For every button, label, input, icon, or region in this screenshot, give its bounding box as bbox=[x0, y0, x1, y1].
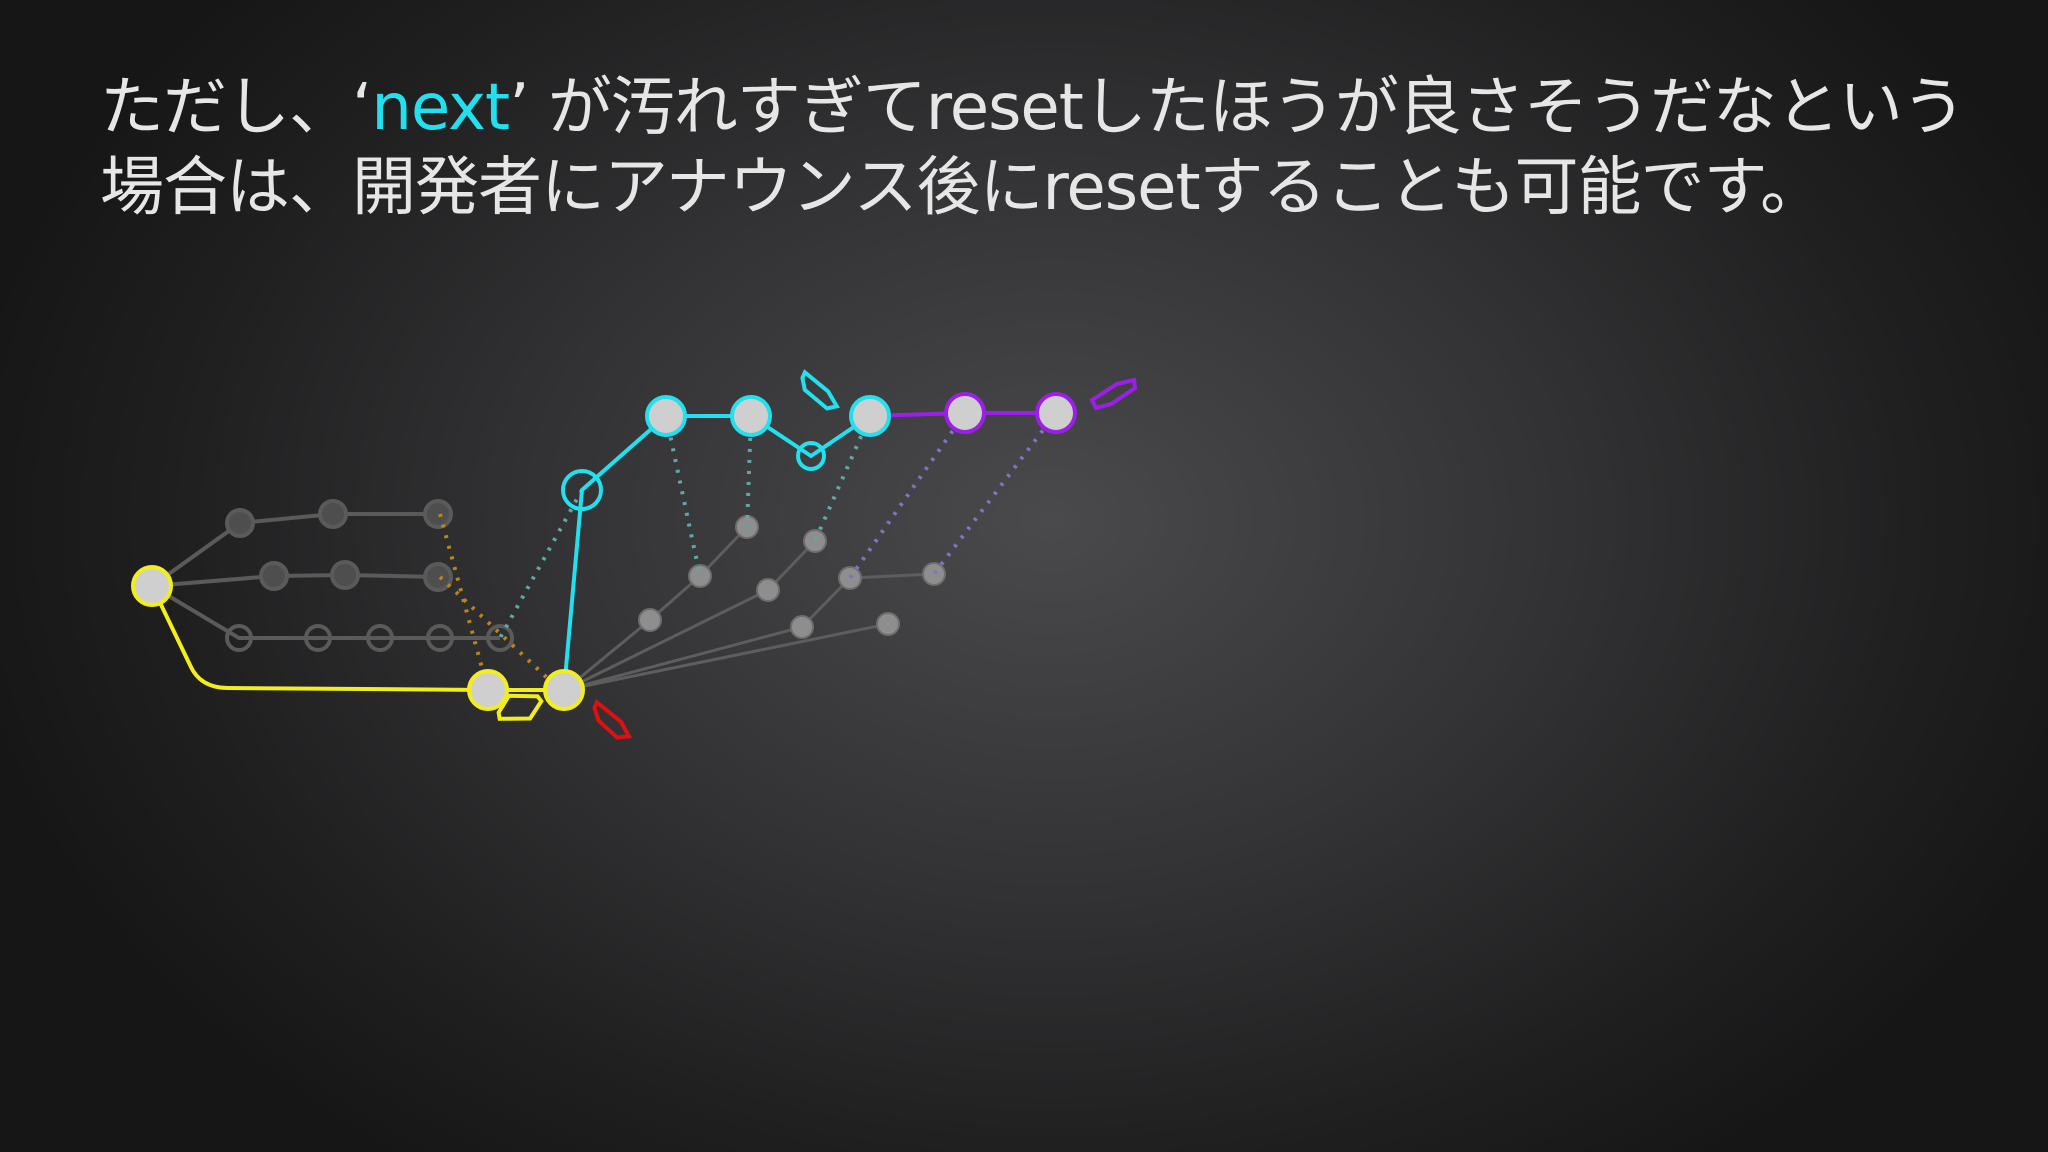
old-next-lines bbox=[564, 525, 935, 692]
old-commit bbox=[330, 560, 360, 590]
old-branch-line-2 bbox=[151, 572, 439, 588]
old-next-commit bbox=[638, 608, 662, 632]
old-next-commit bbox=[688, 564, 712, 588]
main-commits bbox=[131, 565, 585, 711]
dotted-link bbox=[848, 411, 967, 580]
slide-caption: ただし、‘next’ が汚れすぎてresetしたほうが良さそうだなという 場合は… bbox=[100, 68, 2000, 228]
dotted-link bbox=[664, 415, 702, 577]
old-next-commit bbox=[803, 529, 827, 553]
dotted-purple-links bbox=[848, 411, 1058, 580]
old-commit-hollow bbox=[304, 624, 332, 652]
old-commit bbox=[225, 508, 255, 538]
caption-line-2: 場合は、開発者にアナウンス後にresetすることも可能です。 bbox=[100, 151, 1824, 225]
dotted-link bbox=[932, 411, 1058, 576]
next-commits bbox=[561, 395, 891, 511]
old-commit bbox=[423, 562, 453, 592]
caption-line-1-post: ’ が汚れすぎてresetしたほうが良さそうだなという bbox=[509, 71, 1966, 145]
main-commit bbox=[467, 669, 509, 711]
old-commit-hollow bbox=[426, 624, 454, 652]
dotted-link bbox=[745, 415, 753, 528]
new-branch-tag-icon bbox=[1089, 377, 1138, 411]
old-branch-line-1 bbox=[150, 512, 438, 588]
dotted-orange-links bbox=[438, 513, 562, 692]
old-commit-hollow bbox=[366, 624, 394, 652]
next-commit bbox=[730, 395, 772, 437]
caption-highlight-next: next bbox=[371, 71, 510, 145]
main-branch-line bbox=[150, 585, 564, 692]
old-next-commit bbox=[790, 615, 814, 639]
dotted-link bbox=[813, 415, 872, 542]
old-next-line bbox=[564, 622, 889, 692]
old-next-line bbox=[564, 539, 817, 692]
old-commit bbox=[259, 561, 289, 591]
old-commit-hollow bbox=[225, 624, 253, 652]
next-branch-tag-icon bbox=[800, 369, 840, 411]
caption-line-1-pre: ただし、‘ bbox=[100, 71, 372, 145]
main-root-commit bbox=[131, 565, 173, 607]
old-next-commit bbox=[922, 562, 946, 586]
main-branch-tag-icon bbox=[496, 693, 544, 721]
new-branch-commit bbox=[944, 392, 986, 434]
dotted-teal-links bbox=[498, 415, 872, 639]
next-commit-hollow bbox=[561, 469, 603, 511]
old-next-commit bbox=[876, 612, 900, 636]
new-branch-commit bbox=[1035, 392, 1077, 434]
next-commit-small-hollow bbox=[796, 441, 826, 471]
release-tag-icon bbox=[592, 699, 633, 740]
old-hollow-commits bbox=[225, 624, 514, 652]
old-feature-commits bbox=[225, 499, 453, 592]
old-commit bbox=[318, 499, 348, 529]
main-head-commit bbox=[543, 669, 585, 711]
old-next-commit bbox=[838, 566, 862, 590]
old-commit-hollow bbox=[486, 624, 514, 652]
old-commit bbox=[423, 499, 453, 529]
new-branch-commits bbox=[944, 392, 1077, 434]
caption-line-1: ただし、‘next’ が汚れすぎてresetしたほうが良さそうだなという bbox=[100, 68, 2000, 148]
old-next-line bbox=[564, 572, 935, 692]
next-commit bbox=[645, 395, 687, 437]
old-next-line bbox=[564, 525, 749, 692]
old-next-commit bbox=[756, 578, 780, 602]
next-commit bbox=[849, 395, 891, 437]
